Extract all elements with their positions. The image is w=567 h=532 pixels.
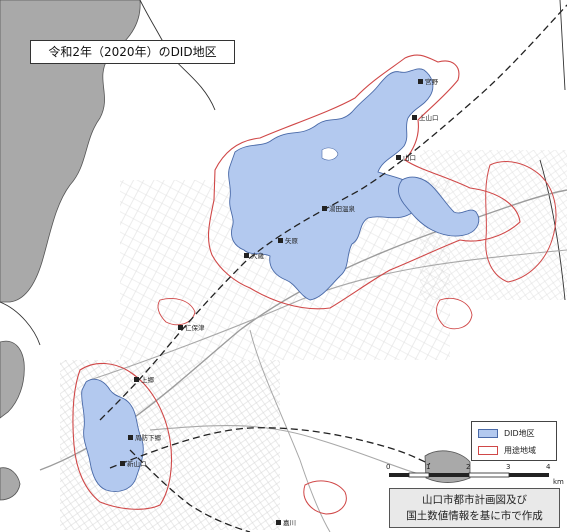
scale-bar-graphic <box>389 472 549 478</box>
station-label: 上郷 <box>134 374 154 384</box>
station-marker-icon <box>178 324 183 330</box>
credit-line: 国土数値情報を基に市で作成 <box>406 510 543 522</box>
station-marker-icon <box>396 154 401 160</box>
map-title: 令和2年（2020年）のDID地区 <box>30 40 235 64</box>
zoning-area-east <box>485 161 557 283</box>
zoning-area-north <box>207 54 521 310</box>
station-label: 上山口 <box>412 112 439 122</box>
main-road-3 <box>149 424 441 481</box>
station-marker-icon <box>278 237 283 243</box>
legend-item-zoning: 用途地域 <box>478 445 536 456</box>
did-swatch-icon <box>478 429 498 438</box>
station-marker-icon <box>412 114 417 120</box>
station-label: 周防下郷 <box>128 432 161 442</box>
railway-ube-line <box>129 449 251 532</box>
station-marker-icon <box>322 205 327 211</box>
lake-ichinosaka <box>321 147 339 161</box>
main-road-4 <box>249 329 331 532</box>
station-label: 宮野 <box>418 76 438 86</box>
main-road-2 <box>89 249 567 381</box>
station-label: 山口 <box>396 152 416 162</box>
station-marker-icon <box>120 460 125 466</box>
scale-tick-label: 0 <box>386 463 391 471</box>
station-marker-icon <box>418 78 423 84</box>
station-label: 嘉川 <box>276 517 296 527</box>
legend-item-did: DID地区 <box>478 428 535 439</box>
scale-tick-label: 2 <box>466 463 471 471</box>
station-label: 大歳 <box>244 250 264 260</box>
scale-tick-label: 1 <box>426 463 431 471</box>
railway-yamaguchi-line <box>99 4 567 421</box>
railway-sanyo-shinkansen <box>109 427 431 469</box>
source-credit: 山口市都市計画図及び 国土数値情報を基に市で作成 <box>389 488 560 528</box>
map-legend: DID地区 用途地域 <box>471 421 557 461</box>
zoning-swatch-icon <box>478 446 498 455</box>
scale-tick-label: 4 <box>546 463 551 471</box>
zoning-area-misc <box>436 297 473 330</box>
station-marker-icon <box>128 434 133 440</box>
scale-unit-label: km <box>553 478 564 486</box>
zoning-area-west <box>157 298 196 326</box>
neighbor-land-south <box>0 467 21 501</box>
credit-line: 山口市都市計画図及び <box>422 494 527 506</box>
scale-tick-label: 3 <box>506 463 511 471</box>
station-label: 湯田温泉 <box>322 203 355 213</box>
station-label: 新山口 <box>120 458 147 468</box>
station-label: 矢原 <box>278 235 298 245</box>
station-label: 仁保津 <box>178 322 205 332</box>
zoning-area-southeast <box>303 480 347 515</box>
neighbor-land-southwest <box>0 340 25 419</box>
station-marker-icon <box>134 376 139 382</box>
station-marker-icon <box>276 519 281 525</box>
zoning-area-south <box>72 362 173 510</box>
did-area-ogori <box>81 378 144 492</box>
station-marker-icon <box>244 252 249 258</box>
did-area-yamaguchi-east <box>397 176 480 237</box>
